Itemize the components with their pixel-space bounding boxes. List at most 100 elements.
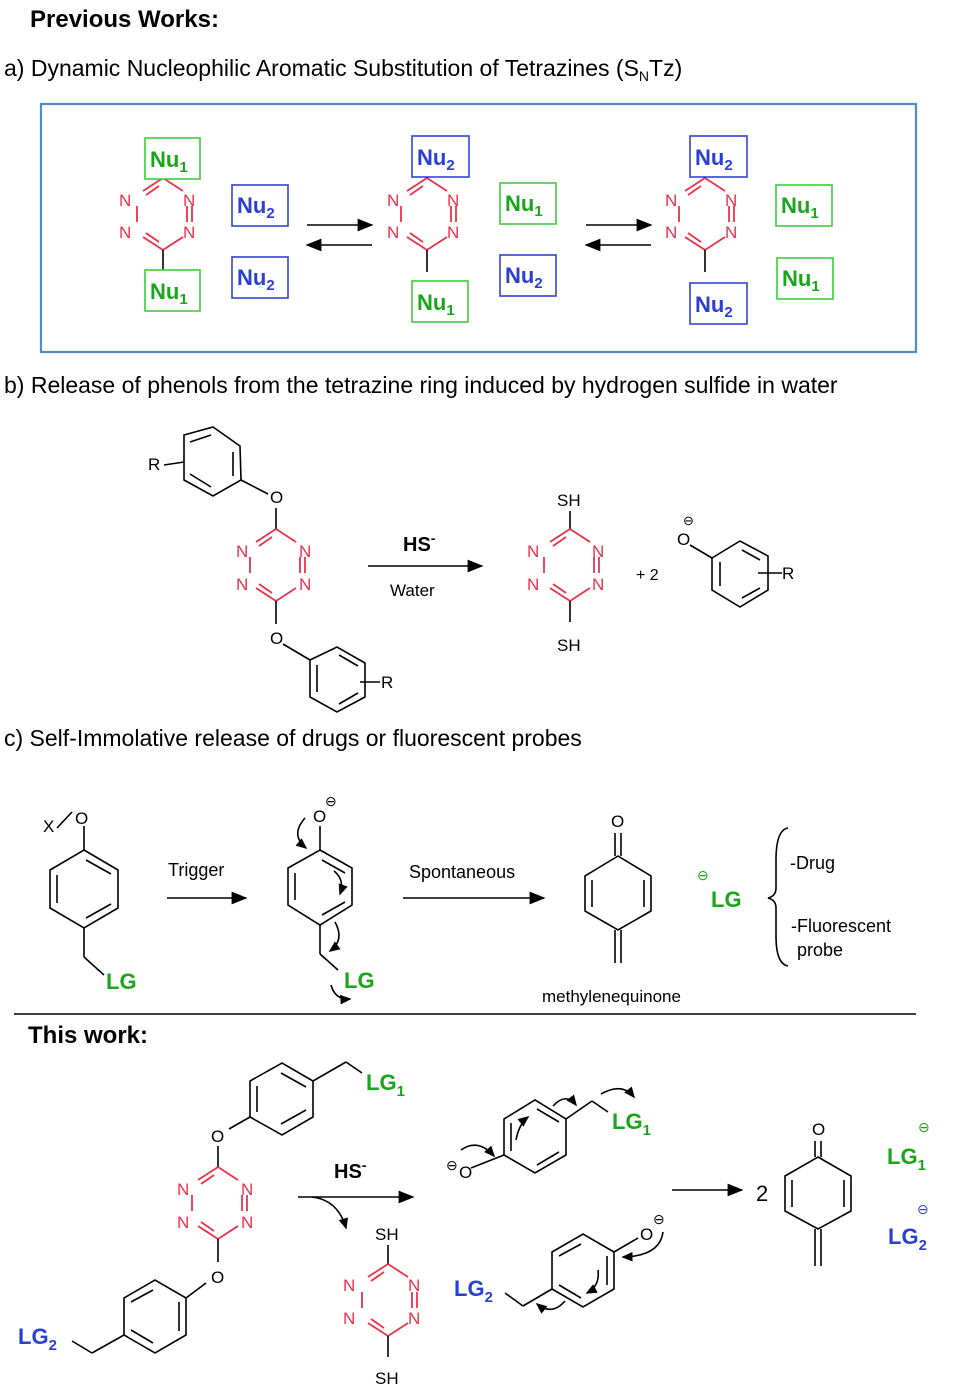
svg-text:⊖: ⊖ — [325, 793, 337, 809]
svg-text:N: N — [236, 542, 248, 561]
reaction-arrow-hs: HS- — [298, 1157, 415, 1230]
svg-text:N: N — [236, 575, 248, 594]
svg-text:N: N — [299, 575, 311, 594]
svg-text:⊖: ⊖ — [697, 867, 709, 883]
svg-text:Nu1: Nu1 — [781, 193, 819, 222]
svg-text:LG2: LG2 — [888, 1224, 927, 1254]
svg-text:O: O — [313, 807, 326, 826]
dimercapto-tetrazine-byproduct: SH N N N N SH — [343, 1225, 420, 1388]
svg-text:N: N — [387, 223, 399, 242]
section-a-title: a) Dynamic Nucleophilic Aromatic Substit… — [4, 55, 682, 84]
svg-text:N: N — [665, 223, 677, 242]
svg-text:N: N — [183, 223, 195, 242]
svg-text:⊖: ⊖ — [446, 1157, 458, 1173]
svg-text:SH: SH — [375, 1369, 399, 1388]
svg-text:O: O — [640, 1225, 653, 1244]
svg-text:R: R — [782, 564, 794, 583]
svg-text:N: N — [119, 191, 131, 210]
svg-text:O: O — [677, 530, 690, 549]
svg-text:N: N — [387, 191, 399, 210]
svg-text:⊖: ⊖ — [917, 1201, 929, 1217]
final-arrow: 2 — [672, 1181, 768, 1206]
methylenequinone-c: O methylenequinone — [542, 812, 681, 1006]
bis-benzyl-lg-tetrazine: LG1 O N N N N O LG2 — [18, 1061, 405, 1354]
svg-text:O: O — [611, 812, 624, 831]
svg-text:N: N — [183, 191, 195, 210]
svg-text:LG: LG — [344, 968, 375, 993]
svg-text:Water: Water — [390, 581, 435, 600]
svg-text:methylenequinone: methylenequinone — [542, 987, 681, 1006]
svg-text:N: N — [177, 1180, 189, 1199]
svg-text:N: N — [592, 542, 604, 561]
svg-text:N: N — [725, 191, 737, 210]
svg-text:O: O — [211, 1268, 224, 1287]
equilibrium-arrows-2 — [584, 218, 653, 252]
svg-text:-Drug: -Drug — [790, 853, 835, 873]
svg-text:X: X — [43, 817, 54, 836]
svg-text:⊖: ⊖ — [653, 1211, 665, 1227]
svg-text:SH: SH — [557, 636, 581, 655]
svg-text:N: N — [408, 1276, 420, 1295]
svg-text:N: N — [241, 1180, 253, 1199]
tetrazine-nu2-nu1: N N N N Nu2 Nu1 — [387, 135, 470, 323]
svg-text:N: N — [408, 1309, 420, 1328]
svg-text:Nu2: Nu2 — [417, 145, 455, 174]
svg-text:Nu1: Nu1 — [150, 147, 188, 176]
caged-phenol: X O LG — [43, 809, 137, 994]
svg-text:LG1: LG1 — [612, 1109, 651, 1139]
previous-works-heading: Previous Works: — [30, 6, 219, 33]
methylenequinone-final: O — [784, 1120, 852, 1266]
trigger-arrow: Trigger — [167, 860, 248, 905]
svg-text:N: N — [527, 542, 539, 561]
svg-text:O: O — [211, 1127, 224, 1146]
free-nu1-pair-2: Nu1 Nu1 — [775, 184, 834, 300]
svg-text:Nu1: Nu1 — [505, 191, 543, 220]
svg-text:SH: SH — [375, 1225, 399, 1244]
phenolate-lg1: ⊖ O LG1 — [446, 1086, 651, 1182]
bis-aryloxy-tetrazine: R O N N N N O R — [148, 426, 393, 713]
section-b-title: b) Release of phenols from the tetrazine… — [4, 372, 838, 398]
free-nu1-nu2-pair: Nu1 Nu2 — [499, 182, 557, 297]
svg-text:probe: probe — [797, 940, 843, 960]
svg-text:N: N — [447, 191, 459, 210]
svg-text:LG2: LG2 — [454, 1276, 493, 1306]
svg-text:HS-: HS- — [403, 530, 436, 556]
svg-text:2: 2 — [756, 1181, 768, 1206]
tetrazine-nu2-nu2: N N N N Nu2 Nu2 — [665, 135, 748, 325]
svg-text:HS-: HS- — [334, 1157, 367, 1183]
svg-text:Nu1: Nu1 — [782, 266, 820, 295]
svg-text:N: N — [592, 575, 604, 594]
svg-text:LG1: LG1 — [887, 1144, 926, 1174]
svg-text:⊖: ⊖ — [683, 513, 694, 528]
coefficient-b: + 2 — [636, 567, 659, 584]
svg-text:Nu1: Nu1 — [417, 290, 455, 319]
this-work-heading: This work: — [28, 1022, 148, 1049]
svg-text:Nu2: Nu2 — [237, 265, 275, 294]
svg-text:O: O — [459, 1163, 472, 1182]
svg-text:N: N — [119, 223, 131, 242]
svg-text:Nu2: Nu2 — [695, 145, 733, 174]
svg-text:N: N — [725, 223, 737, 242]
tetrazine-nu1-nu1: N N N N Nu1 Nu1 — [119, 137, 201, 312]
svg-text:Trigger: Trigger — [168, 860, 224, 880]
phenolate-lg2: LG2 O ⊖ — [454, 1211, 665, 1314]
section-c-title: c) Self-Immolative release of drugs or f… — [4, 725, 582, 751]
svg-text:N: N — [241, 1213, 253, 1232]
svg-text:SH: SH — [557, 491, 581, 510]
phenolate-intermediate: O ⊖ LG — [287, 793, 375, 1005]
released-lg1-lg2: ⊖ LG1 ⊖ LG2 — [887, 1119, 930, 1254]
svg-text:LG1: LG1 — [366, 1070, 405, 1100]
section-a-frame — [39, 102, 918, 354]
svg-text:LG2: LG2 — [18, 1324, 57, 1354]
svg-text:LG: LG — [711, 887, 742, 912]
svg-text:R: R — [148, 455, 160, 474]
dimercapto-tetrazine: SH N N N N SH — [527, 491, 604, 655]
svg-text:Nu2: Nu2 — [237, 193, 275, 222]
svg-text:N: N — [343, 1309, 355, 1328]
svg-text:N: N — [343, 1276, 355, 1295]
svg-text:O: O — [812, 1120, 825, 1139]
spontaneous-arrow: Spontaneous — [403, 862, 546, 905]
svg-text:R: R — [381, 673, 393, 692]
svg-text:⊖: ⊖ — [918, 1119, 930, 1135]
